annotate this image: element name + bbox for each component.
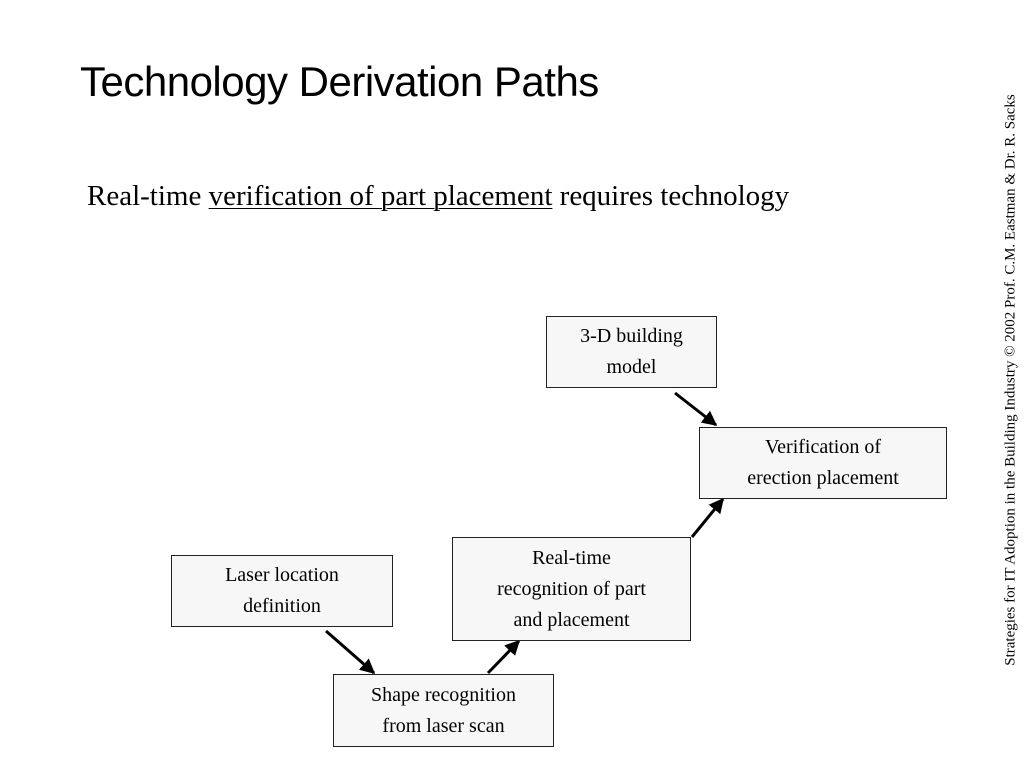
node-verification-of-erection-placement: Verification of erection placement [699, 427, 947, 499]
arrow-shape-to-realtime [486, 639, 521, 675]
arrow-model-to-verification [674, 391, 718, 427]
arrow-realtime-to-verification [690, 497, 725, 538]
node-real-time-recognition: Real-time recognition of part and placem… [452, 537, 691, 641]
copyright-credit: Strategies for IT Adoption in the Buildi… [1002, 94, 1019, 666]
node-3d-building-model: 3-D building model [546, 316, 717, 388]
subtitle-prefix: Real-time [87, 180, 209, 212]
node-laser-location-definition: Laser location definition [171, 555, 393, 627]
subtitle: Real-time verification of part placement… [87, 180, 789, 213]
subtitle-suffix: requires technology [552, 180, 790, 212]
node-shape-recognition: Shape recognition from laser scan [333, 674, 554, 747]
page-title: Technology Derivation Paths [80, 58, 599, 105]
arrow-laser-to-shape [325, 629, 376, 675]
subtitle-underlined-phrase: verification of part placement [208, 180, 553, 212]
